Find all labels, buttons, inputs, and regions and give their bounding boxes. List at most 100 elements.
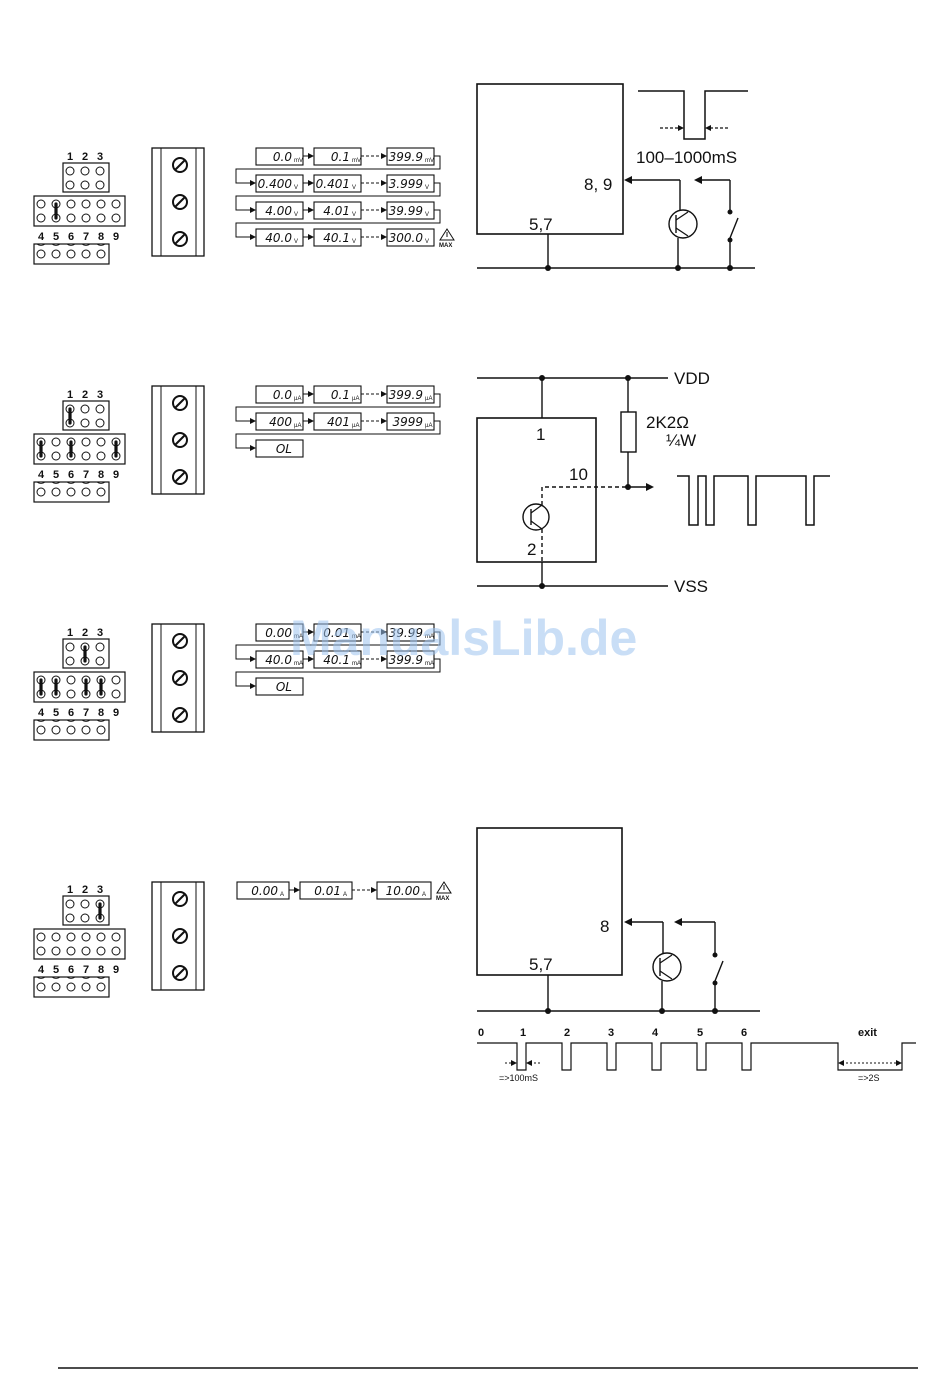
lcd-unit: mA [294,661,303,667]
jumper-pin [81,725,91,735]
jumper-pin [80,899,90,909]
lcd-unit: mA [352,661,361,667]
jumper-pin [81,437,91,447]
jumper-pin [96,451,106,461]
jumper-pin [96,487,106,497]
jumper-number: 5 [53,707,59,719]
jumper-pin [80,166,90,176]
max-warning-label: MAX [439,243,452,249]
screw-icon [172,194,188,210]
lcd-value: 3.999 [389,177,423,191]
lcd-unit: V [352,212,356,218]
jumper-pin [51,249,61,259]
lcd-value: 10.00 [386,884,421,898]
exit-time-label: =>2S [858,1073,880,1083]
pulse-input-circuit: 100–1000mS 8, 9 5,7 [476,83,755,271]
jumper-pin [66,982,76,992]
jumper-pin [81,199,91,209]
jumper-header-main [33,195,126,227]
lcd-unit: mA [352,634,361,640]
range-carry-connector [235,631,441,660]
lcd-unit: µA [425,423,432,429]
timing-label-6: 6 [741,1027,747,1039]
jumper-number: 2 [82,884,88,896]
lcd-unit: V [425,212,429,218]
jumper-number: 9 [113,964,119,976]
jumper-pin [81,946,91,956]
lcd-unit: µA [294,423,301,429]
pin-2-label: 2 [527,540,536,559]
range-carry-connector [235,420,441,449]
lcd-value: 399.9 [389,150,423,164]
jumper-pin [81,451,91,461]
jumper-number: 7 [83,707,89,719]
jumper-number: 5 [53,964,59,976]
jumper-number: 2 [82,627,88,639]
jumper-header-main [33,671,126,703]
vdd-label: VDD [674,369,710,388]
jumper-pin [80,418,90,428]
jumper-pin [81,982,91,992]
jumper-number: 2 [82,389,88,401]
jumper-header-main [33,433,126,465]
jumper-pin [36,249,46,259]
jumper-pin [65,166,75,176]
jumper-number: 7 [83,469,89,481]
lcd-value: 40.1 [323,231,350,245]
jumper-number: 7 [83,231,89,243]
jumper-pin [66,946,76,956]
jumper-pin [80,180,90,190]
jumper-header-bottom [33,243,110,265]
jumper-number: 1 [67,389,73,401]
input-pulse-waveform [638,90,748,140]
lcd-unit: V [294,239,298,245]
resistor-value-label: 2K2Ω [646,413,689,432]
lcd-unit: V [425,239,429,245]
screw-icon [172,231,188,247]
screw-icon [172,633,188,649]
warning-icon [436,881,452,894]
jumper-pin [66,249,76,259]
lcd-value: 399.9 [389,653,423,667]
jumper-pin [81,213,91,223]
timing-label-1: 1 [520,1027,526,1039]
lcd-unit: µA [294,396,301,402]
jumper-number: 6 [68,469,74,481]
jumper-number: 2 [82,151,88,163]
lcd-value: 4.00 [265,204,292,218]
lcd-value: 0.400 [258,177,293,191]
jumper-pin [36,725,46,735]
lcd-value: 0.01 [314,884,341,898]
jumper-pin [51,982,61,992]
terminal-body [151,881,205,991]
min-pulse-label: =>100mS [499,1073,538,1083]
jumper-pin [66,213,76,223]
jumper-pin [96,946,106,956]
timing-label-exit: exit [858,1027,877,1039]
lcd-value: 0.1 [331,150,350,164]
pulse-width-label: 100–1000mS [636,148,737,167]
jumper-pin [95,166,105,176]
lcd-unit: µA [352,396,359,402]
jumper-pin [65,180,75,190]
vss-label: VSS [674,577,708,596]
jumper-number: 8 [98,469,104,481]
jumper-pin [96,932,106,942]
screw-icon [172,469,188,485]
range-carry-connector [235,155,441,184]
timing-label-3: 3 [608,1027,614,1039]
jumper-pin [36,487,46,497]
jumper-pin [66,675,76,685]
jumper-pin [96,199,106,209]
watermark: ManualsLib.de [290,610,637,666]
warning-icon [439,228,455,241]
lcd-unit: mA [294,634,303,640]
jumper-number: 3 [97,389,103,401]
transistor-symbol [668,209,698,239]
programming-timing-waveform [477,1042,916,1071]
jumper-pin [96,982,106,992]
jumper-pin [95,656,105,666]
lcd-value: 4.01 [323,204,350,218]
